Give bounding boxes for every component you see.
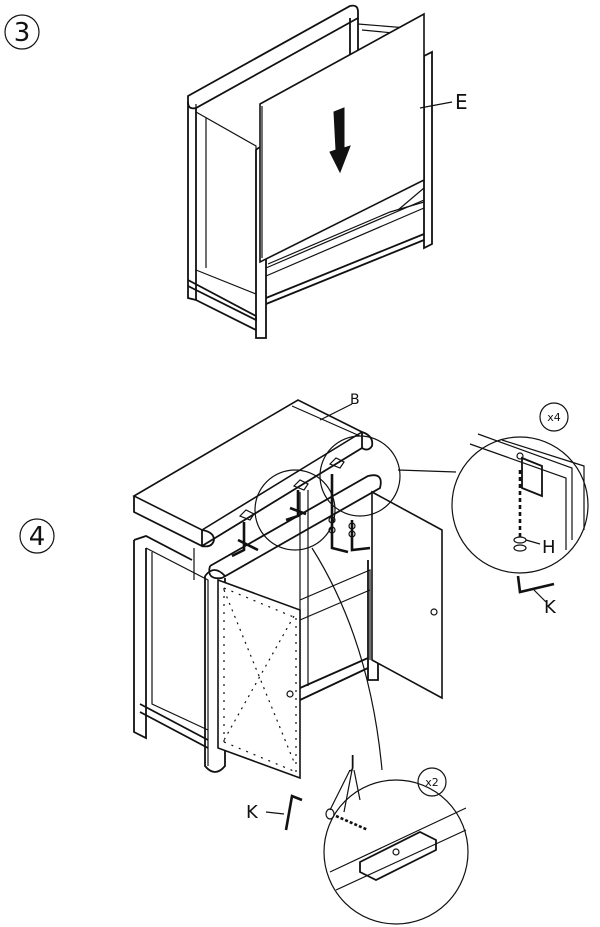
label-k-bottom: K (246, 802, 259, 823)
label-b: B (350, 392, 360, 408)
insert-arrow (329, 107, 351, 174)
handle-qty-badge (417, 767, 447, 797)
step-4-left-door (217, 578, 301, 780)
step-3-circle (4, 14, 40, 50)
left-door-knob (286, 690, 294, 698)
handle-qty: x2 (425, 776, 439, 789)
step-4-right-door (371, 490, 443, 700)
step-3-number: 3 (14, 18, 31, 48)
label-h: H (542, 537, 556, 558)
callout-circle-left (254, 469, 336, 551)
bolt-qty-badge (539, 402, 569, 432)
step-4-circle (19, 518, 55, 554)
handle-detail: x2 (323, 767, 469, 925)
bolt-detail: x4 H K (451, 402, 589, 618)
bolt-qty: x4 (547, 411, 561, 424)
step-4-number: 4 (29, 522, 46, 552)
label-j: J (349, 752, 355, 773)
label-e: E (455, 90, 468, 114)
handle-parts: K J (246, 752, 369, 832)
step-4: 4 (19, 392, 589, 925)
right-door-knob (430, 608, 438, 616)
step-4-top-b: B (132, 392, 374, 548)
step-3-panel-e: E (259, 12, 468, 264)
step-3: 3 (4, 4, 468, 339)
callout-circle-right (319, 435, 401, 517)
label-k-top: K (544, 597, 557, 618)
step-4-fasteners (231, 474, 371, 558)
